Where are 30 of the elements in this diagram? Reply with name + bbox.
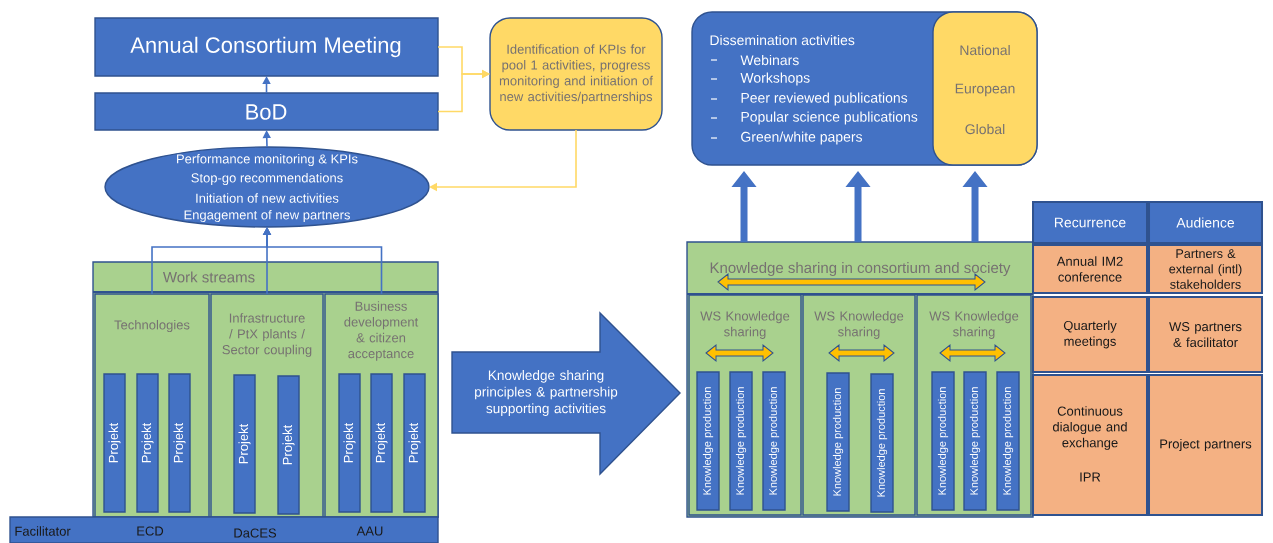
project-bar: Projekt [338,373,361,513]
table-cell: Continuous dialogue and exchange IPR [1032,374,1148,516]
project-bar: Projekt [370,373,393,513]
project-bar: Projekt [277,375,300,515]
meeting-box: Annual Consortium Meeting [94,17,439,77]
production-bar: Knowledge production [696,371,720,511]
production-bar: Knowledge production [762,371,786,511]
production-bar: Knowledge production [729,371,753,511]
table-cell: WS partners & facilitator [1148,296,1263,373]
kpi-note-box: Identification of KPIs for pool 1 activities, progress monitoring and initiation of new activities/partnerships [489,17,663,131]
table-header-cell: Recurrence [1032,201,1148,244]
project-bar: Projekt [103,373,126,513]
scope-box: National European Global [932,11,1038,166]
production-bar: Knowledge production [963,371,987,511]
project-bar: Projekt [136,373,159,513]
table-cell: Project partners [1148,374,1263,516]
production-bar: Knowledge production [870,373,894,513]
project-bar: Projekt [233,374,256,514]
project-bar: Projekt [168,373,191,513]
production-bar: Knowledge production [826,372,850,512]
table-header-cell: Audience [1148,201,1263,244]
arrow-shaped-box: Knowledge sharing principles & partnership supporting activities [451,311,681,476]
table-cell: Partners & external (intl) stakeholders [1148,244,1263,294]
table-cell: Annual IM2 conference [1032,244,1148,294]
production-bar: Knowledge production [996,371,1020,511]
project-bar: Projekt [403,373,426,513]
table-cell: Quarterly meetings [1032,296,1148,373]
board-box: BoD [94,92,439,131]
production-bar: Knowledge production [931,371,955,511]
arrow [437,69,490,113]
